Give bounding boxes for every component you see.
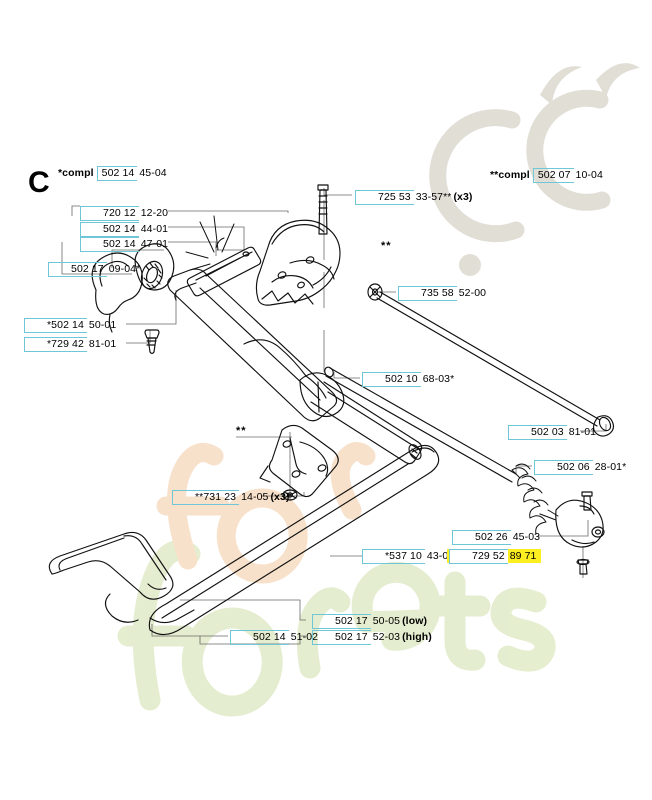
compl-number-right-boxed: 502 07: [532, 168, 574, 183]
screw-729-42: [144, 329, 160, 355]
drive-shaft: [324, 366, 517, 483]
throttle-housing: [255, 219, 341, 306]
part-number-suffix: 28-01*: [594, 461, 627, 473]
part-number-suffix: 89 71: [509, 550, 537, 562]
part-quantity-note: (x3): [270, 491, 290, 503]
shaft-coupling: [539, 491, 605, 575]
spring-502-06: [511, 463, 559, 535]
bolt-725-53: [317, 184, 329, 235]
part-number-prefix: 502 14: [230, 630, 289, 645]
part-number-prefix: 502 10: [362, 372, 421, 387]
compl-number-left-tail: 45-04: [139, 167, 167, 179]
loop-handle-bracket: [259, 424, 339, 498]
part-number-prefix: 502 26: [452, 530, 511, 545]
part-number-prefix: **731 23: [172, 490, 240, 505]
part-number-prefix: 502 06: [534, 460, 593, 475]
part-number-suffix: 52-00: [458, 287, 487, 299]
part-number-suffix: 68-03*: [422, 373, 455, 385]
part-number-prefix: 729 52: [449, 549, 508, 564]
part-number-suffix: 52-03: [372, 631, 401, 643]
part-number-suffix: 44-01: [140, 223, 169, 235]
part-number-suffix: 81-01: [88, 338, 117, 350]
part-quantity-note: (x3): [453, 191, 473, 203]
callout-mark-upper-right: **: [381, 240, 392, 252]
part-number-prefix: 725 53: [355, 190, 414, 205]
part-number-suffix: 33-57**: [415, 191, 452, 203]
washer-735-58: [367, 283, 383, 301]
part-number-suffix: 50-01: [88, 319, 117, 331]
part-number-prefix: 502 17: [48, 262, 107, 277]
cable-wires: [185, 215, 235, 271]
part-number-suffix: 14-05: [241, 491, 269, 503]
part-number-prefix: 502 17: [312, 630, 371, 645]
part-number-suffix: 45-03: [512, 531, 541, 543]
part-number-prefix: 502 03: [508, 425, 567, 440]
part-number-prefix: 502 14: [80, 237, 139, 252]
part-number-suffix: 47-01: [140, 238, 169, 250]
compl-number-right-tail: 10-04: [575, 169, 603, 181]
trigger-lever: [91, 252, 143, 333]
part-number-prefix: 720 12: [80, 206, 139, 221]
callout-mark-bracket: **: [236, 425, 247, 437]
compl-prefix-right: **compl: [490, 169, 530, 181]
part-number-prefix: 502 14: [80, 222, 139, 237]
handle-end-cap: [134, 243, 175, 291]
part-number-prefix: *502 14: [24, 318, 87, 333]
part-quantity-note: (high): [402, 631, 432, 643]
compl-prefix-left: *compl: [58, 167, 94, 179]
compl-number-left-boxed: 502 14: [96, 166, 138, 181]
part-quantity-note: (low): [402, 615, 428, 627]
part-number-prefix: *729 42: [24, 337, 87, 352]
part-number-suffix: 12-20: [140, 207, 169, 219]
control-rod: [376, 291, 615, 437]
part-number-prefix: 502 17: [312, 614, 371, 629]
part-number-suffix: 09-04*: [108, 263, 141, 275]
part-number-suffix: 81-01: [568, 426, 597, 438]
part-number-prefix: 735 58: [398, 286, 457, 301]
section-letter: C: [28, 166, 50, 199]
part-number-suffix: 50-05: [372, 615, 401, 627]
part-number-prefix: *537 10: [362, 549, 425, 564]
cable-trigger-bar: [186, 246, 262, 297]
